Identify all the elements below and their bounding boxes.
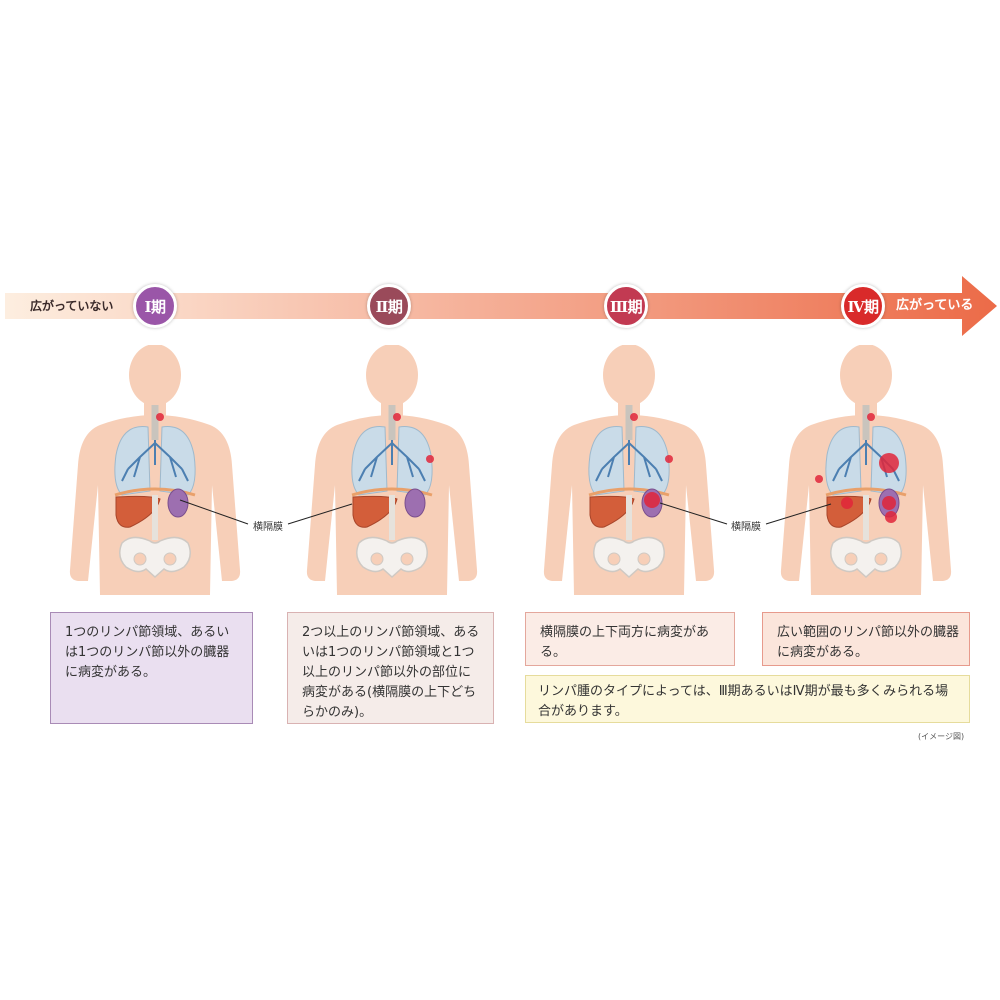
stage-1-badge: Ⅰ期	[133, 284, 177, 328]
diaphragm	[588, 487, 670, 497]
body-figure-stage-2	[297, 344, 487, 595]
leader-line-1	[179, 499, 249, 525]
leader-line-4	[765, 503, 832, 525]
stage-3-label: Ⅲ期	[609, 297, 643, 316]
lesion-mark	[156, 413, 164, 421]
arrow-shape	[5, 276, 997, 336]
arrow-right-label: 広がっている	[896, 298, 974, 313]
abdominal-organs	[352, 488, 426, 528]
lesion-mark	[630, 413, 638, 421]
body-illustration	[306, 344, 478, 595]
pelvis	[356, 536, 428, 579]
lungs	[588, 405, 670, 496]
note-text: リンパ腫のタイプによっては、Ⅲ期あるいはⅣ期が最も多くみられる場合があります。	[538, 684, 949, 719]
lesion-mark	[882, 496, 896, 510]
stage-2-description: 2つ以上のリンパ節領域、あるいは1つのリンパ節領域と1つ以上のリンパ節以外の部位…	[287, 612, 494, 724]
lesion-mark	[665, 455, 673, 463]
note-box: リンパ腫のタイプによっては、Ⅲ期あるいはⅣ期が最も多くみられる場合があります。	[525, 675, 970, 723]
stage-3-badge: Ⅲ期	[604, 284, 648, 328]
leader-line-2	[287, 503, 353, 525]
stage-2-label: Ⅱ期	[375, 297, 403, 316]
lesion-mark	[426, 455, 434, 463]
stage-3-description: 横隔膜の上下両方に病変がある。	[525, 612, 735, 666]
diaphragm-label-right: 横隔膜	[731, 522, 761, 533]
body-figure-stage-4	[771, 344, 961, 595]
lungs	[351, 405, 433, 496]
diaphragm	[351, 487, 433, 497]
lesion-mark	[815, 475, 823, 483]
lesion-mark	[885, 511, 897, 523]
body-figure-stage-1	[60, 344, 250, 595]
stage-3-text: 横隔膜の上下両方に病変がある。	[540, 625, 710, 660]
body-illustration	[543, 344, 715, 595]
arrow-left-label: 広がっていない	[30, 299, 114, 313]
lesion-mark	[879, 453, 899, 473]
diaphragm-leader-lines	[179, 499, 832, 525]
lesion-mark	[393, 413, 401, 421]
body-figure-stage-3	[534, 344, 724, 595]
diaphragm	[825, 487, 907, 497]
stage-4-label: Ⅳ期	[847, 297, 879, 316]
stage-1-label: Ⅰ期	[144, 297, 166, 316]
stage-2-badge: Ⅱ期	[367, 284, 411, 328]
stage-1-description: 1つのリンパ節領域、あるいは1つのリンパ節以外の臓器に病変がある。	[50, 612, 253, 724]
stage-2-text: 2つ以上のリンパ節領域、あるいは1つのリンパ節領域と1つ以上のリンパ節以外の部位…	[302, 625, 480, 720]
progression-arrow	[5, 276, 997, 336]
pelvis	[830, 536, 902, 579]
body-illustration	[69, 344, 241, 595]
pelvis	[593, 536, 665, 579]
image-credit: (イメージ図)	[918, 732, 965, 741]
stage-4-text: 広い範囲のリンパ節以外の臓器に病変がある。	[777, 625, 960, 660]
lesion-mark	[867, 413, 875, 421]
lesion-mark	[841, 497, 853, 509]
diaphragm-label-left: 横隔膜	[253, 522, 283, 533]
lesion-mark	[644, 492, 660, 508]
diaphragm	[114, 487, 196, 497]
stage-4-description: 広い範囲のリンパ節以外の臓器に病変がある。	[762, 612, 970, 666]
pelvis	[119, 536, 191, 579]
stage-4-badge: Ⅳ期	[841, 284, 885, 328]
body-illustration	[780, 344, 952, 595]
leader-line-3	[659, 502, 728, 525]
stage-1-text: 1つのリンパ節領域、あるいは1つのリンパ節以外の臓器に病変がある。	[65, 625, 230, 680]
